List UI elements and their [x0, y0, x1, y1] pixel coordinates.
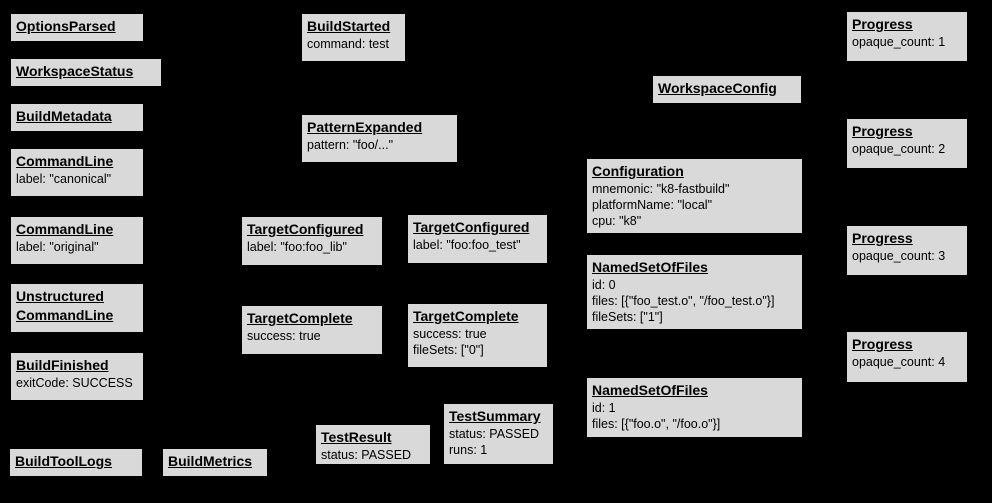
event-title: Configuration — [592, 163, 684, 179]
event-box-workspace-config: WorkspaceConfig — [652, 75, 802, 104]
event-box-build-metrics: BuildMetrics — [162, 448, 268, 477]
event-field: command: test — [307, 37, 389, 51]
event-title: Progress — [852, 230, 913, 246]
event-field: opaque_count: 4 — [852, 355, 946, 369]
event-box-named-set-of-files-1: NamedSetOfFiles id: 1 files: [{"foo.o", … — [586, 377, 803, 438]
event-field: label: "foo:foo_lib" — [247, 240, 347, 254]
event-box-progress-1: Progress opaque_count: 1 — [846, 11, 968, 62]
event-box-options-parsed: OptionsParsed — [10, 13, 144, 42]
event-box-progress-3: Progress opaque_count: 3 — [846, 225, 968, 276]
event-title: OptionsParsed — [16, 18, 116, 34]
event-field: status: PASSED — [321, 448, 412, 462]
event-field: success: true — [247, 329, 321, 343]
event-box-progress-4: Progress opaque_count: 4 — [846, 331, 968, 383]
event-box-test-result: TestResult status: PASSED — [315, 424, 431, 465]
event-title: WorkspaceConfig — [658, 80, 777, 96]
event-title: CommandLine — [16, 221, 114, 237]
event-field: label: "foo:foo_test" — [413, 238, 521, 252]
event-field: files: [{"foo.o", "/foo.o"}] — [592, 417, 721, 431]
event-field: opaque_count: 3 — [852, 249, 946, 263]
event-box-target-complete-foo-test: TargetComplete success: true fileSets: [… — [407, 303, 548, 368]
event-title: BuildMetrics — [168, 453, 253, 469]
event-box-progress-2: Progress opaque_count: 2 — [846, 118, 968, 169]
event-title: TargetComplete — [413, 308, 519, 324]
event-title: TargetConfigured — [247, 221, 364, 237]
event-box-unstructured-command-line: Unstructured CommandLine — [10, 283, 144, 333]
event-box-test-summary: TestSummary status: PASSED runs: 1 — [443, 403, 554, 465]
event-box-target-complete-foo-lib: TargetComplete success: true — [241, 305, 383, 355]
event-title: WorkspaceStatus — [16, 63, 134, 79]
event-field: status: PASSED — [449, 427, 540, 441]
event-title: NamedSetOfFiles — [592, 259, 708, 275]
event-title: NamedSetOfFiles — [592, 382, 708, 398]
event-title: CommandLine — [16, 307, 114, 323]
event-box-pattern-expanded: PatternExpanded pattern: "foo/..." — [301, 114, 458, 163]
event-title: Progress — [852, 16, 913, 32]
event-box-command-line-canonical: CommandLine label: "canonical" — [10, 148, 144, 197]
event-title: TestResult — [321, 429, 392, 445]
event-field: opaque_count: 1 — [852, 35, 946, 49]
event-field: id: 1 — [592, 401, 616, 415]
event-box-build-finished: BuildFinished exitCode: SUCCESS — [10, 352, 144, 401]
event-title: Progress — [852, 123, 913, 139]
event-box-workspace-status: WorkspaceStatus — [10, 58, 162, 87]
event-title: TestSummary — [449, 408, 541, 424]
event-field: platformName: "local" — [592, 198, 713, 212]
event-field: pattern: "foo/..." — [307, 138, 394, 152]
event-box-named-set-of-files-0: NamedSetOfFiles id: 0 files: [{"foo_test… — [586, 254, 803, 330]
event-field: fileSets: ["0"] — [413, 343, 484, 357]
event-field: exitCode: SUCCESS — [16, 376, 133, 390]
event-field: label: "original" — [16, 240, 99, 254]
event-field: opaque_count: 2 — [852, 142, 946, 156]
event-box-build-metadata: BuildMetadata — [10, 103, 144, 132]
event-title: TargetComplete — [247, 310, 353, 326]
event-field: files: [{"foo_test.o", "/foo_test.o"}] — [592, 294, 775, 308]
event-box-build-tool-logs: BuildToolLogs — [9, 448, 143, 477]
event-box-target-configured-foo-test: TargetConfigured label: "foo:foo_test" — [407, 214, 548, 264]
event-box-configuration: Configuration mnemonic: "k8-fastbuild" p… — [586, 158, 803, 234]
event-box-command-line-original: CommandLine label: "original" — [10, 216, 144, 265]
event-box-build-started: BuildStarted command: test — [301, 13, 406, 62]
event-box-target-configured-foo-lib: TargetConfigured label: "foo:foo_lib" — [241, 216, 383, 266]
event-title: CommandLine — [16, 153, 114, 169]
event-title: Progress — [852, 336, 913, 352]
event-field: mnemonic: "k8-fastbuild" — [592, 182, 730, 196]
event-field: id: 0 — [592, 278, 616, 292]
event-title: BuildFinished — [16, 357, 109, 373]
event-title: BuildStarted — [307, 18, 391, 34]
event-field: runs: 1 — [449, 443, 488, 457]
event-title: Unstructured — [16, 288, 104, 304]
event-title: BuildMetadata — [16, 108, 112, 124]
event-title: BuildToolLogs — [15, 453, 112, 469]
event-field: cpu: "k8" — [592, 214, 642, 228]
event-field: label: "canonical" — [16, 172, 112, 186]
event-field: success: true — [413, 327, 487, 341]
event-title: PatternExpanded — [307, 119, 423, 135]
event-field: fileSets: ["1"] — [592, 310, 663, 324]
event-title: TargetConfigured — [413, 219, 530, 235]
